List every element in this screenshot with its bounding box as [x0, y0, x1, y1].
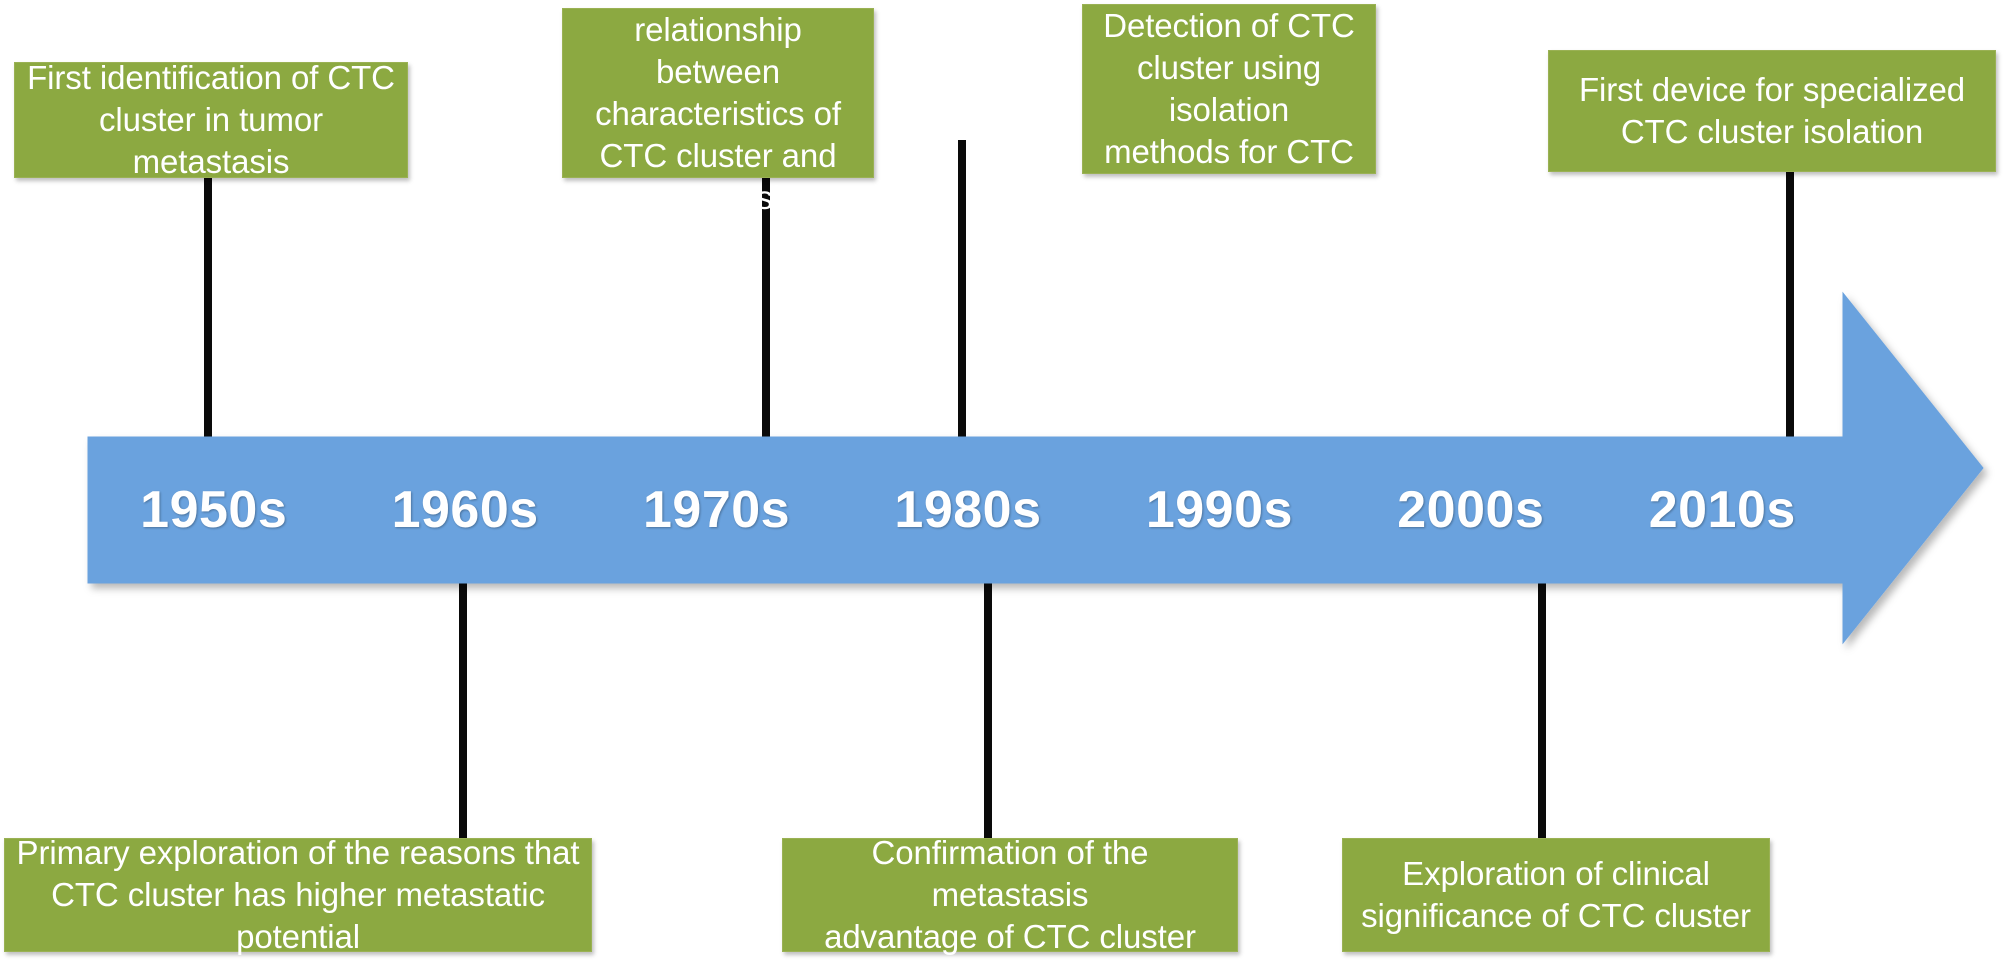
event-box-relationship-investigation: Investigation of relationship between ch… [562, 0, 874, 216]
decade-label-1960s: 1960s [391, 481, 539, 539]
event-box-label: Confirmation of the metastasis advantage… [824, 833, 1196, 956]
connector-stem-primary-exploration [459, 580, 467, 838]
decade-label-1950s: 1950s [140, 481, 288, 539]
event-box-detection-isolation-methods: Detection of CTC cluster using isolation… [1082, 4, 1376, 174]
event-box-label: Exploration of clinical significance of … [1361, 854, 1751, 934]
event-box-label: Investigation of relationship between ch… [595, 0, 841, 217]
event-box-first-device: First device for specialized CTC cluster… [1548, 50, 1996, 172]
connector-stem-first-identification [204, 140, 212, 440]
connector-stem-detection-isolation-methods [958, 140, 966, 440]
event-box-label: First identification of CTC cluster in t… [27, 58, 395, 181]
event-box-label: Detection of CTC cluster using isolation… [1103, 6, 1355, 171]
decade-label-2000s: 2000s [1397, 481, 1545, 539]
decade-label-1980s: 1980s [894, 481, 1042, 539]
decade-label-1990s: 1990s [1145, 481, 1293, 539]
connector-stem-relationship-investigation [762, 140, 770, 440]
event-box-label: First device for specialized CTC cluster… [1578, 70, 1965, 150]
connector-stem-clinical-significance [1538, 580, 1546, 838]
event-box-metastasis-advantage: Confirmation of the metastasis advantage… [782, 834, 1238, 955]
connector-stem-first-device [1786, 140, 1794, 440]
event-box-first-identification: First identification of CTC cluster in t… [14, 59, 408, 180]
decade-label-2010s: 2010s [1648, 481, 1796, 539]
decade-label-1970s: 1970s [643, 481, 791, 539]
connector-stem-metastasis-advantage [984, 580, 992, 838]
event-box-primary-exploration: Primary exploration of the reasons that … [4, 834, 592, 955]
event-box-clinical-significance: Exploration of clinical significance of … [1342, 838, 1770, 952]
event-box-label: Primary exploration of the reasons that … [16, 833, 580, 956]
decade-label-row: 1950s 1960s 1970s 1980s 1990s 2000s 2010… [88, 437, 1848, 583]
